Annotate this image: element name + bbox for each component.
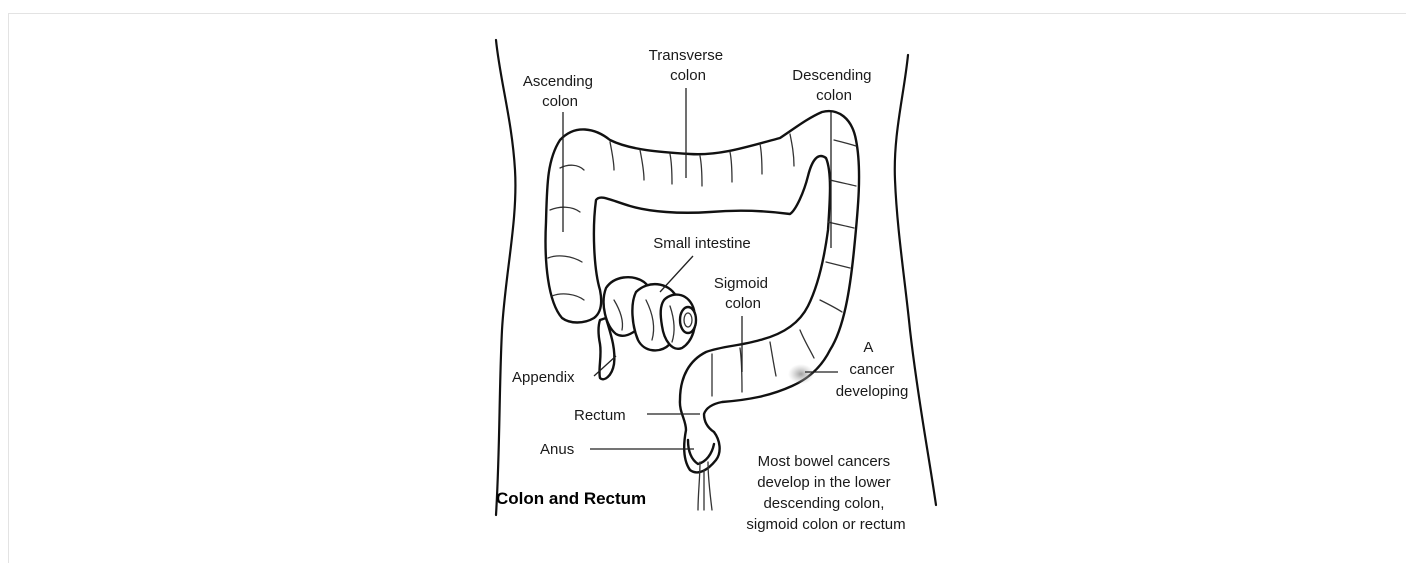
diagram-title: Colon and Rectum [496,489,646,508]
rectum-label: Rectum [574,407,626,424]
anus-label: Anus [540,441,574,458]
sigmoid-colon-label: Sigmoid colon [714,275,772,312]
cancer-label: A cancer developing [836,339,909,400]
descending-colon-label: Descending colon [792,67,875,104]
ascending-colon-label: Ascending colon [523,73,597,110]
transverse-colon-label: Transverse colon [649,47,728,84]
bowel-cancer-note: Most bowel cancers develop in the lower … [746,453,905,533]
small-intestine-shape [604,277,696,350]
appendix-label: Appendix [512,369,575,386]
body-outline-left [496,40,515,515]
cancer-spot [788,364,814,384]
body-outline-right [895,55,936,505]
small-intestine-label: Small intestine [653,235,751,252]
